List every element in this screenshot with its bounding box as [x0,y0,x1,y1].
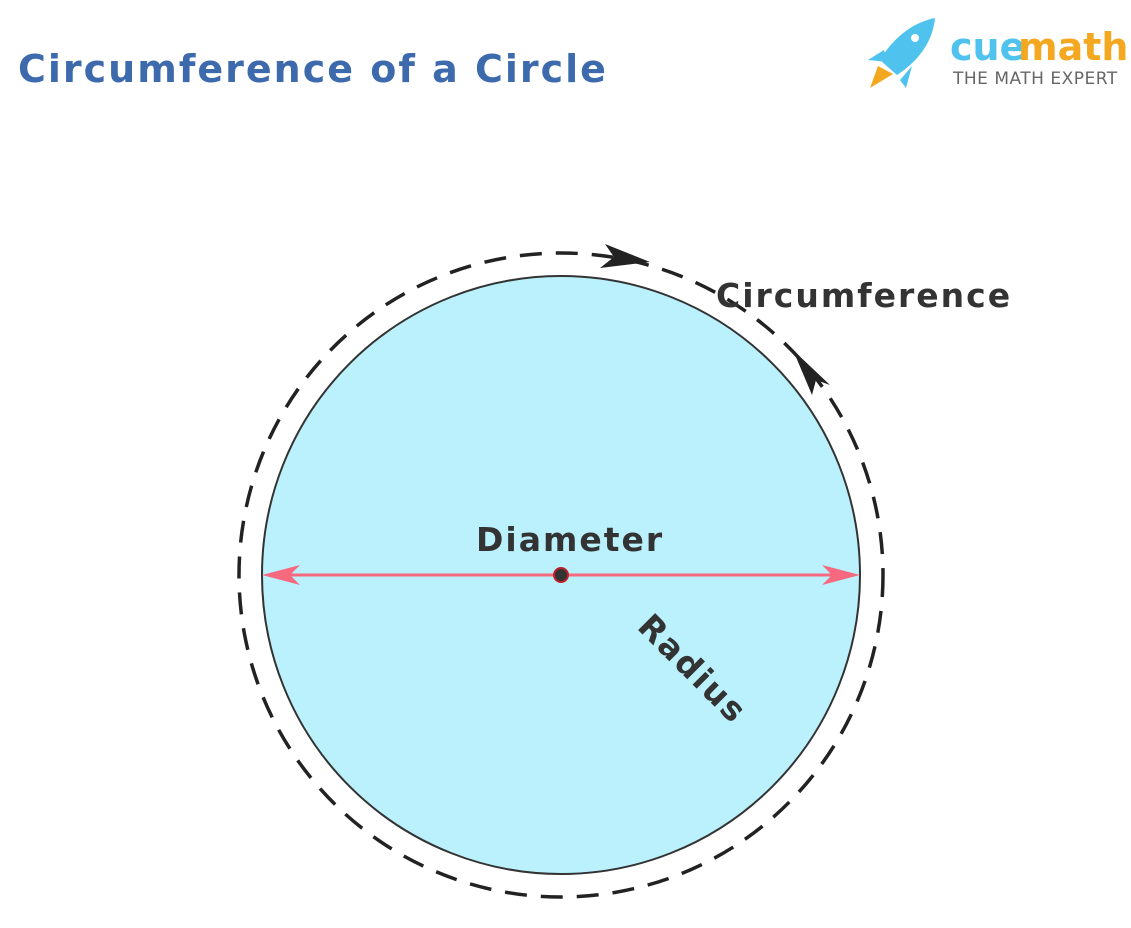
circumference-dashed-path [237,251,885,899]
logo-brand-math: math [1018,25,1128,69]
diameter-arrow-left-icon [262,565,300,585]
cuemath-logo: cue math THE MATH EXPERT [868,18,1128,89]
logo-tagline: THE MATH EXPERT [952,69,1118,89]
arrow-head-top-icon [600,244,650,268]
arrow-head-right-icon [793,350,830,395]
diameter-label: Diameter [476,520,664,559]
page-title: Circumference of a Circle [18,47,608,91]
diameter-arrow-right-icon [822,565,860,585]
rocket-icon [868,18,935,88]
logo-brand-cue: cue [950,25,1025,69]
center-point [553,567,569,583]
circumference-label: Circumference [716,276,1012,315]
